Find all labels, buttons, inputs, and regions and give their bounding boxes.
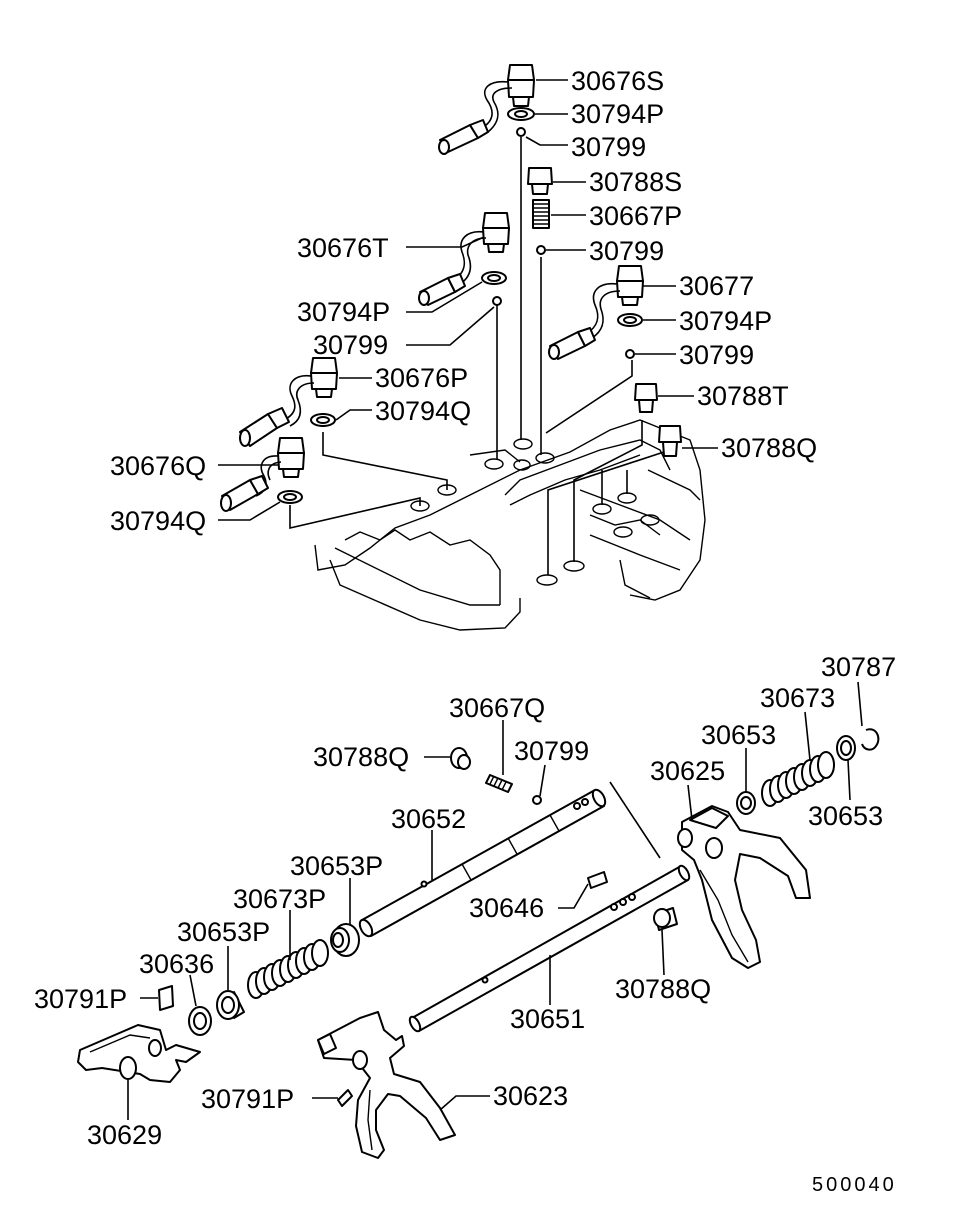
plug-30788S [527, 167, 553, 195]
label-30799-c: 30799 [313, 330, 388, 360]
label-30799-b: 30799 [589, 236, 664, 266]
lower-labels: 30787 30667Q 30673 30653 30788Q 30799 30… [34, 652, 896, 1150]
spring-30673P [247, 939, 329, 999]
shift-fork-30623 [317, 1011, 456, 1159]
snap-ring-30787 [861, 728, 880, 751]
washer-30794P-right [617, 313, 643, 327]
label-30623: 30623 [493, 1081, 568, 1111]
switch-30676S [438, 64, 535, 155]
spring-30667P [532, 199, 550, 229]
label-30794Q-a: 30794Q [375, 396, 471, 426]
label-30653P-a: 30653P [290, 851, 383, 881]
spring-30673 [761, 751, 835, 807]
label-30788Q-c: 30788Q [615, 974, 711, 1004]
label-30677: 30677 [679, 271, 754, 301]
label-30799-e: 30799 [514, 736, 589, 766]
label-30652: 30652 [391, 804, 466, 834]
ball-30799-d [625, 349, 635, 359]
washer-30794Q-upper [310, 413, 336, 427]
switch-30676T [418, 212, 510, 306]
switch-30676Q [220, 437, 305, 512]
label-30794Q-b: 30794Q [110, 506, 206, 536]
plug-30788Q-lower-a [450, 747, 471, 770]
label-30667P: 30667P [589, 201, 682, 231]
label-30794P-a: 30794P [571, 99, 664, 129]
pin-30791P-a [158, 985, 174, 1011]
label-30676T: 30676T [297, 233, 389, 263]
label-30653-a: 30653 [701, 720, 776, 750]
assembly-guide-lines [289, 137, 671, 575]
collar-30653P-a [216, 990, 245, 1020]
ball-30799-a [516, 127, 526, 137]
label-30673P: 30673P [233, 884, 326, 914]
collar-30653-b [836, 735, 856, 761]
collar-30653-a [736, 791, 756, 815]
shift-fork-30625 [677, 805, 811, 969]
pin-30791P-b [337, 1089, 353, 1107]
collar-30653P-b [330, 923, 360, 957]
plug-30788T [634, 383, 658, 413]
transmission-case [314, 419, 706, 631]
label-30676Q: 30676Q [110, 451, 206, 481]
ball-30799-e [532, 795, 542, 805]
upper-leader-lines [218, 79, 718, 521]
label-30788S: 30788S [589, 167, 682, 197]
label-30788Q-a: 30788Q [721, 433, 817, 463]
label-30625: 30625 [650, 756, 725, 786]
label-30787: 30787 [821, 652, 896, 682]
label-30676P: 30676P [375, 363, 468, 393]
washer-30794Q-lower [277, 490, 303, 504]
label-30788T: 30788T [697, 381, 789, 411]
label-30799-a: 30799 [571, 132, 646, 162]
label-30673: 30673 [760, 683, 835, 713]
upper-labels: 30676S 30794P 30799 30788S 30667P 30676T… [110, 66, 817, 536]
switch-30677 [548, 265, 644, 360]
pin-30646 [587, 871, 608, 889]
spring-30667Q [485, 774, 513, 793]
label-30676S: 30676S [571, 66, 664, 96]
label-30653P-b: 30653P [177, 917, 270, 947]
label-30794P-c: 30794P [297, 297, 390, 327]
plug-30788Q-upper [658, 425, 682, 457]
collar-30636 [188, 1006, 212, 1036]
washer-30794P-mid [481, 271, 507, 285]
shift-block-30629 [77, 1024, 201, 1083]
lower-leader-lines [127, 681, 863, 1120]
label-30653-b: 30653 [808, 801, 883, 831]
ball-30799-c [492, 296, 502, 306]
bore-holes [410, 438, 660, 586]
shift-rail-30652 [358, 788, 607, 938]
label-30794P-b: 30794P [679, 306, 772, 336]
label-30791P-a: 30791P [34, 984, 127, 1014]
label-30636: 30636 [139, 949, 214, 979]
shift-rail-30651 [408, 864, 691, 1033]
label-30646: 30646 [469, 893, 544, 923]
label-30788Q-b: 30788Q [313, 742, 409, 772]
label-30799-d: 30799 [679, 340, 754, 370]
plug-30788Q-lower-b [653, 907, 678, 931]
switch-30676P [239, 357, 338, 447]
washer-30794P-top [507, 107, 535, 121]
label-30667Q: 30667Q [449, 693, 545, 723]
label-30629: 30629 [87, 1120, 162, 1150]
ball-30799-b [536, 245, 546, 255]
label-30651: 30651 [510, 1004, 585, 1034]
diagram-code: 500040 [812, 1174, 897, 1196]
label-30791P-b: 30791P [201, 1084, 294, 1114]
